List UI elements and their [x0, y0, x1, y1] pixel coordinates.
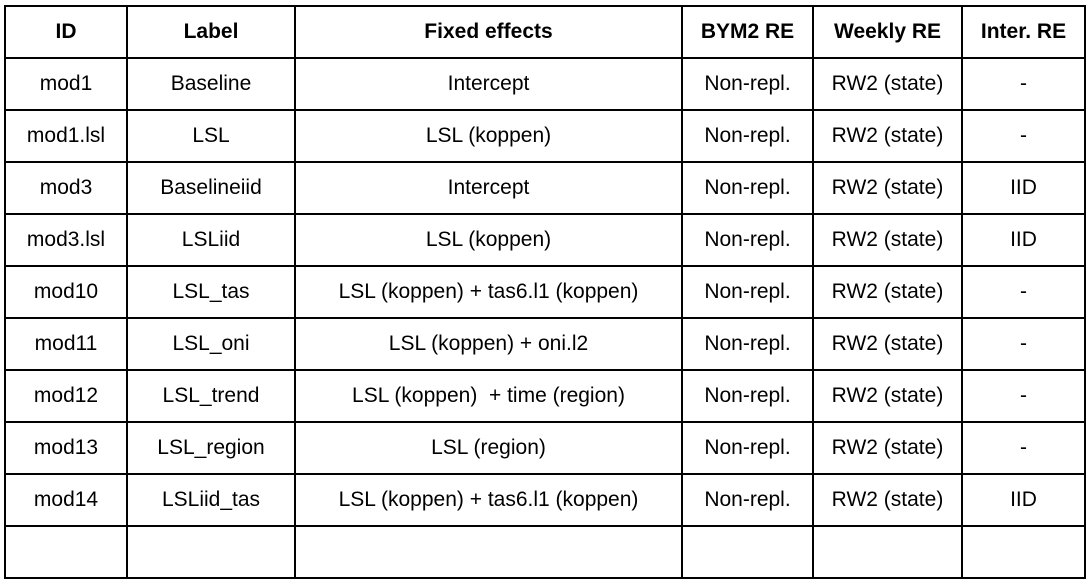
cell-inter-re: -: [961, 109, 1086, 163]
cell-bym2-re: Non-repl.: [681, 213, 814, 267]
cell-bym2-re: Non-repl.: [681, 161, 814, 215]
cell-label: LSL_oni: [126, 317, 296, 371]
cell-fixed-effects: LSL (koppen) + time (region): [294, 369, 683, 423]
header-weekly-re: Weekly RE: [812, 5, 963, 59]
cell-label: LSLiid: [126, 213, 296, 267]
cell-id: mod14: [4, 473, 128, 527]
cell-weekly-re: RW2 (state): [812, 473, 963, 527]
header-row: ID Label Fixed effects BYM2 RE Weekly RE…: [4, 5, 1086, 59]
cell-inter-re: IID: [961, 213, 1086, 267]
cell-bym2-re: Non-repl.: [681, 317, 814, 371]
cell-id: mod1.lsl: [4, 109, 128, 163]
table-row: mod3.lsl LSLiid LSL (koppen) Non-repl. R…: [4, 213, 1086, 267]
cell-id: mod3: [4, 161, 128, 215]
cell-inter-re: IID: [961, 161, 1086, 215]
cell-label: LSL_trend: [126, 369, 296, 423]
cell-bym2-re: Non-repl.: [681, 473, 814, 527]
cell-bym2-re: Non-repl.: [681, 109, 814, 163]
cell-weekly-re: RW2 (state): [812, 57, 963, 111]
cell-inter-re: IID: [961, 473, 1086, 527]
cell-inter-re: -: [961, 369, 1086, 423]
cell-label: LSL: [126, 109, 296, 163]
cell-label: LSL_region: [126, 421, 296, 475]
cell-inter-re: -: [961, 317, 1086, 371]
cell-id: mod12: [4, 369, 128, 423]
cell-weekly-re: RW2 (state): [812, 213, 963, 267]
cell-fixed-effects: LSL (koppen): [294, 213, 683, 267]
cell-fixed-effects: LSL (koppen): [294, 109, 683, 163]
cell-label: [126, 525, 296, 579]
cell-fixed-effects: LSL (koppen) + tas6.l1 (koppen): [294, 265, 683, 319]
cell-label: LSL_tas: [126, 265, 296, 319]
table-row: mod12 LSL_trend LSL (koppen) + time (reg…: [4, 369, 1086, 423]
header-inter-re: Inter. RE: [961, 5, 1086, 59]
table-row: mod10 LSL_tas LSL (koppen) + tas6.l1 (ko…: [4, 265, 1086, 319]
cell-fixed-effects: LSL (region): [294, 421, 683, 475]
cell-weekly-re: RW2 (state): [812, 109, 963, 163]
cell-inter-re: -: [961, 57, 1086, 111]
cell-weekly-re: RW2 (state): [812, 421, 963, 475]
cell-id: mod3.lsl: [4, 213, 128, 267]
cell-bym2-re: Non-repl.: [681, 265, 814, 319]
cell-id: mod10: [4, 265, 128, 319]
table-row: mod1.lsl LSL LSL (koppen) Non-repl. RW2 …: [4, 109, 1086, 163]
cell-label: Baseline: [126, 57, 296, 111]
table-row: mod1 Baseline Intercept Non-repl. RW2 (s…: [4, 57, 1086, 111]
cell-fixed-effects: Intercept: [294, 57, 683, 111]
model-table: ID Label Fixed effects BYM2 RE Weekly RE…: [4, 5, 1086, 579]
table-row: [4, 525, 1086, 579]
table-row: mod13 LSL_region LSL (region) Non-repl. …: [4, 421, 1086, 475]
cell-label: LSLiid_tas: [126, 473, 296, 527]
cell-id: mod13: [4, 421, 128, 475]
table-row: mod3 Baselineiid Intercept Non-repl. RW2…: [4, 161, 1086, 215]
cell-fixed-effects: [294, 525, 683, 579]
cell-id: mod11: [4, 317, 128, 371]
table-row: mod14 LSLiid_tas LSL (koppen) + tas6.l1 …: [4, 473, 1086, 527]
cell-inter-re: -: [961, 265, 1086, 319]
header-id: ID: [4, 5, 128, 59]
cell-weekly-re: RW2 (state): [812, 161, 963, 215]
header-label: Label: [126, 5, 296, 59]
cell-bym2-re: Non-repl.: [681, 57, 814, 111]
cell-fixed-effects: Intercept: [294, 161, 683, 215]
table-row: mod11 LSL_oni LSL (koppen) + oni.l2 Non-…: [4, 317, 1086, 371]
cell-fixed-effects: LSL (koppen) + tas6.l1 (koppen): [294, 473, 683, 527]
cell-id: mod1: [4, 57, 128, 111]
cell-bym2-re: Non-repl.: [681, 369, 814, 423]
cell-weekly-re: RW2 (state): [812, 265, 963, 319]
header-bym2-re: BYM2 RE: [681, 5, 814, 59]
cell-weekly-re: [812, 525, 963, 579]
cell-bym2-re: Non-repl.: [681, 421, 814, 475]
cell-fixed-effects: LSL (koppen) + oni.l2: [294, 317, 683, 371]
header-fixed-effects: Fixed effects: [294, 5, 683, 59]
cell-weekly-re: RW2 (state): [812, 369, 963, 423]
cell-inter-re: [961, 525, 1086, 579]
cell-bym2-re: [681, 525, 814, 579]
cell-label: Baselineiid: [126, 161, 296, 215]
cell-weekly-re: RW2 (state): [812, 317, 963, 371]
cell-inter-re: -: [961, 421, 1086, 475]
cell-id: [4, 525, 128, 579]
